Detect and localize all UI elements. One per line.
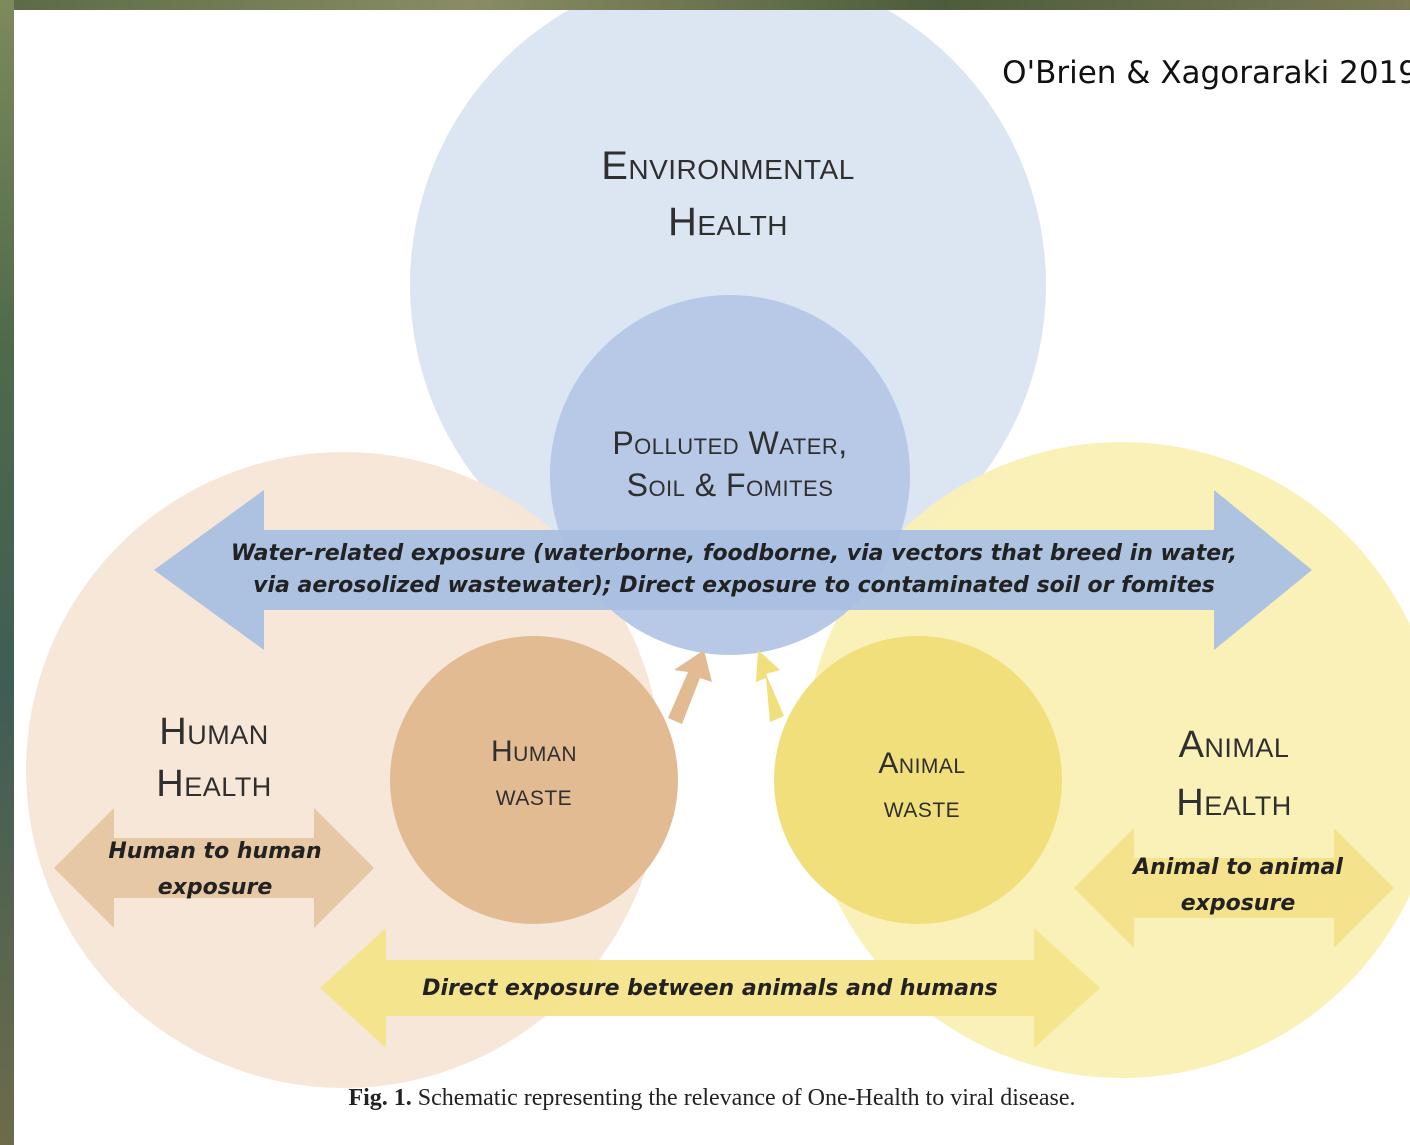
direct-exposure-text: Direct exposure between animals and huma… <box>422 976 998 1001</box>
figure-panel: O'Brien & Xagoraraki 2019 Environmental … <box>14 10 1410 1145</box>
human-to-human-text: Human to human exposure <box>100 834 330 906</box>
figure-caption-text: Schematic representing the relevance of … <box>417 1085 1076 1111</box>
animal-waste-circle <box>774 636 1062 924</box>
human-to-human-arrow <box>54 808 374 928</box>
polluted-water-line1: Polluted Water, <box>612 425 848 461</box>
human-to-human-line2: exposure <box>157 875 273 900</box>
figure-caption: Fig. 1. Schematic representing the relev… <box>14 1085 1410 1112</box>
polluted-water-line2: Soil & Fomites <box>626 467 834 503</box>
animal-to-animal-line2: exposure <box>1180 891 1296 916</box>
water-exposure-line1: Water-related exposure (waterborne, food… <box>230 541 1238 566</box>
human-health-label: Human Health <box>94 706 334 810</box>
animal-waste-label: Animal waste <box>822 742 1022 830</box>
animal-to-animal-text: Animal to animal exposure <box>1118 850 1358 922</box>
direct-exposure-arrow <box>320 928 1100 1048</box>
human-health-circle <box>26 452 662 1088</box>
animal-health-label: Animal Health <box>1114 716 1354 832</box>
human-to-human-line1: Human to human <box>108 839 322 864</box>
polluted-water-label: Polluted Water, Soil & Fomites <box>550 422 910 506</box>
one-health-diagram <box>26 10 1410 1088</box>
animal-to-animal-line1: Animal to animal <box>1133 855 1343 880</box>
environmental-health-line1: Environmental <box>601 144 855 188</box>
water-exposure-arrow <box>154 490 1312 650</box>
background-strip-top <box>0 0 1410 10</box>
human-waste-line1: Human <box>491 735 577 768</box>
animal-health-line1: Animal <box>1178 724 1290 766</box>
human-waste-line2: waste <box>495 779 573 812</box>
human-waste-label: Human waste <box>434 730 634 818</box>
figure-caption-label: Fig. 1. <box>348 1085 418 1111</box>
human-waste-circle <box>390 636 678 924</box>
animal-waste-line1: Animal <box>878 747 966 780</box>
citation-text: O'Brien & Xagoraraki 2019 <box>1002 55 1410 91</box>
human-waste-to-water-arrow <box>668 650 712 724</box>
animal-health-line2: Health <box>1176 782 1292 824</box>
environmental-health-label: Environmental Health <box>528 138 928 250</box>
water-exposure-text: Water-related exposure (waterborne, food… <box>214 538 1254 602</box>
animal-waste-line2: waste <box>883 791 961 824</box>
human-health-line1: Human <box>159 711 269 753</box>
human-health-line2: Health <box>156 763 272 805</box>
environmental-health-line2: Health <box>667 200 789 244</box>
animal-to-animal-arrow <box>1074 828 1394 948</box>
animal-waste-to-water-arrow <box>756 650 784 722</box>
background-strip-left <box>0 0 14 1145</box>
water-exposure-line2: via aerosolized wastewater); Direct expo… <box>253 573 1215 598</box>
